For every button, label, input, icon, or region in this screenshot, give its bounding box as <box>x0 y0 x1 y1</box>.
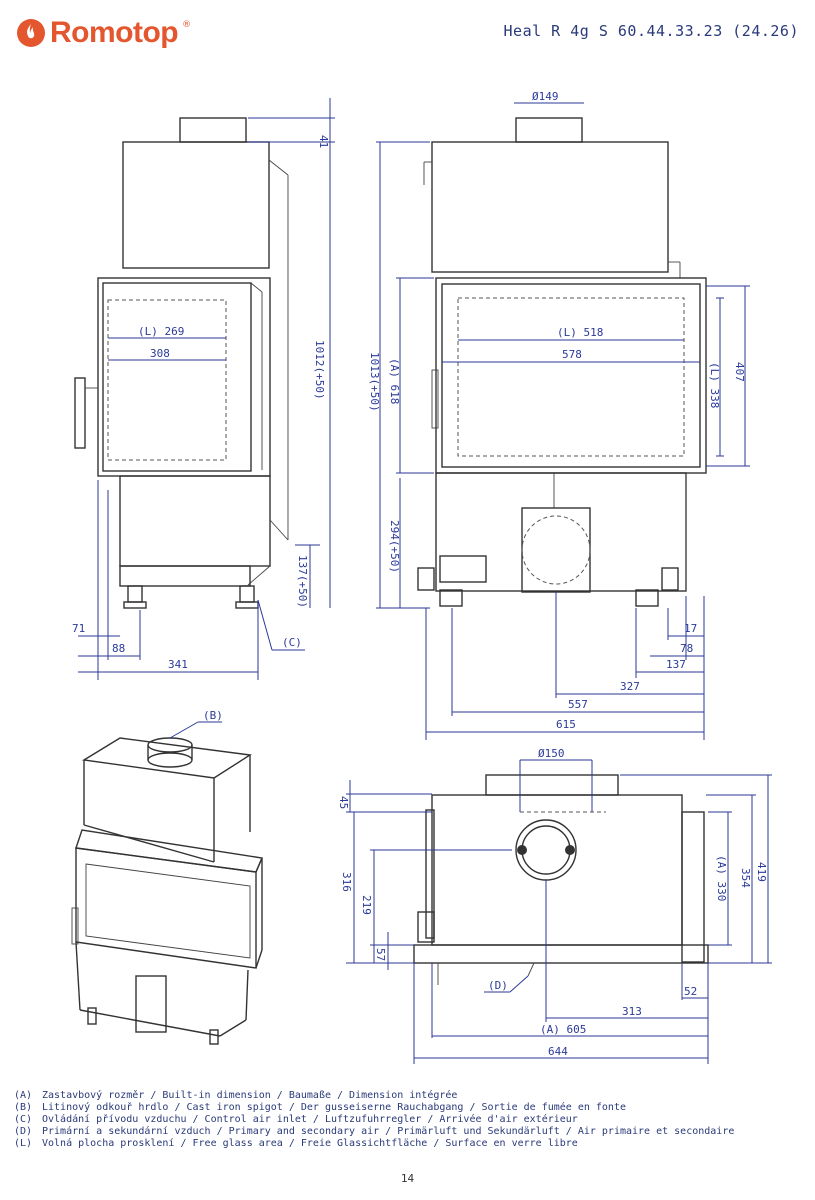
dim-front-glass-width: 578 <box>562 348 582 361</box>
registered-mark: ® <box>182 20 192 30</box>
front-view: Ø149 (L) 518 578 1013(+50) (A) 618 294(+… <box>368 90 750 740</box>
legend-row: (D) Primární a sekundární vzduch / Prima… <box>14 1126 734 1138</box>
dim-side-depth: 341 <box>168 658 188 671</box>
legend-text: Ovládání přívodu vzduchu / Control air i… <box>42 1114 578 1125</box>
label-side-outlet: (C) <box>282 636 302 649</box>
label-iso-spigot: (B) <box>203 709 223 722</box>
dim-top-52: 52 <box>684 985 697 998</box>
brand-name: Romotop <box>50 16 179 49</box>
dim-front-137: 137 <box>666 658 686 671</box>
dim-top-419: 419 <box>755 862 768 882</box>
dim-top-width-a: (A) 605 <box>540 1023 586 1036</box>
legend: (A) Zastavbový rozměr / Built-in dimensi… <box>14 1090 734 1150</box>
dim-side-bottom-b: 88 <box>112 642 125 655</box>
side-view: (L) 269 308 41 1012(+50) 137(+50) 71 88 … <box>72 98 335 680</box>
brand-logo: Romotop ® <box>16 16 191 50</box>
dim-front-flue: Ø149 <box>532 90 559 103</box>
top-view: Ø150 45 316 219 57 (A) 330 354 419 (D) <box>337 747 772 1064</box>
dim-top-354: 354 <box>739 868 752 888</box>
legend-text: Litinový odkouř hrdlo / Cast iron spigot… <box>42 1102 626 1113</box>
legend-row: (B) Litinový odkouř hrdlo / Cast iron sp… <box>14 1102 734 1114</box>
legend-row: (L) Volná plocha prosklení / Free glass … <box>14 1138 734 1150</box>
dim-top-316: 316 <box>340 872 353 892</box>
dim-front-glass-height: 407 <box>733 362 746 382</box>
dim-top-57: 57 <box>374 948 387 961</box>
dim-front-inner-height: (L) 338 <box>708 362 721 408</box>
page-number: 14 <box>400 1172 415 1185</box>
dim-front-base: 294(+50) <box>388 520 401 573</box>
dim-front-557: 557 <box>568 698 588 711</box>
dim-top-flue: Ø150 <box>538 747 565 760</box>
legend-text: Zastavbový rozměr / Built-in dimension /… <box>42 1090 458 1101</box>
legend-code: (L) <box>14 1138 33 1149</box>
legend-code: (D) <box>14 1126 33 1137</box>
dim-top-45: 45 <box>337 796 350 809</box>
dim-top-219: 219 <box>360 895 373 915</box>
dim-front-inner-width: (L) 518 <box>557 326 603 339</box>
legend-text: Primární a sekundární vzduch / Primary a… <box>42 1126 735 1137</box>
dim-side-inner-width: (L) 269 <box>138 325 184 338</box>
dim-top-313: 313 <box>622 1005 642 1018</box>
dim-front-327: 327 <box>620 680 640 693</box>
dim-side-bottom-a: 71 <box>72 622 85 635</box>
dim-front-total-height: 1013(+50) <box>368 352 381 412</box>
legend-text: Volná plocha prosklení / Free glass area… <box>42 1138 578 1149</box>
dim-top-inner-depth: (A) 330 <box>715 855 728 901</box>
isometric-view: (B) <box>71 709 263 1045</box>
dim-top-width-total: 644 <box>548 1045 568 1058</box>
dim-front-78: 78 <box>680 642 693 655</box>
label-top-outlet: (D) <box>488 979 508 992</box>
dim-front-door-height: (A) 618 <box>388 358 401 404</box>
dim-side-top-extra: 41 <box>317 135 330 148</box>
dim-side-height: 1012(+50) <box>313 340 326 400</box>
flame-logo-icon <box>17 19 45 47</box>
dim-side-glass-width: 308 <box>150 347 170 360</box>
model-title: Heal R 4g S 60.44.33.23 (24.26) <box>503 22 799 40</box>
dim-front-17: 17 <box>684 622 697 635</box>
legend-code: (C) <box>14 1114 33 1125</box>
legend-row: (A) Zastavbový rozměr / Built-in dimensi… <box>14 1090 734 1102</box>
dim-front-615: 615 <box>556 718 576 731</box>
legend-row: (C) Ovládání přívodu vzduchu / Control a… <box>14 1114 734 1126</box>
legend-code: (A) <box>14 1090 33 1101</box>
legend-code: (B) <box>14 1102 33 1113</box>
dim-side-base-height: 137(+50) <box>296 555 309 608</box>
